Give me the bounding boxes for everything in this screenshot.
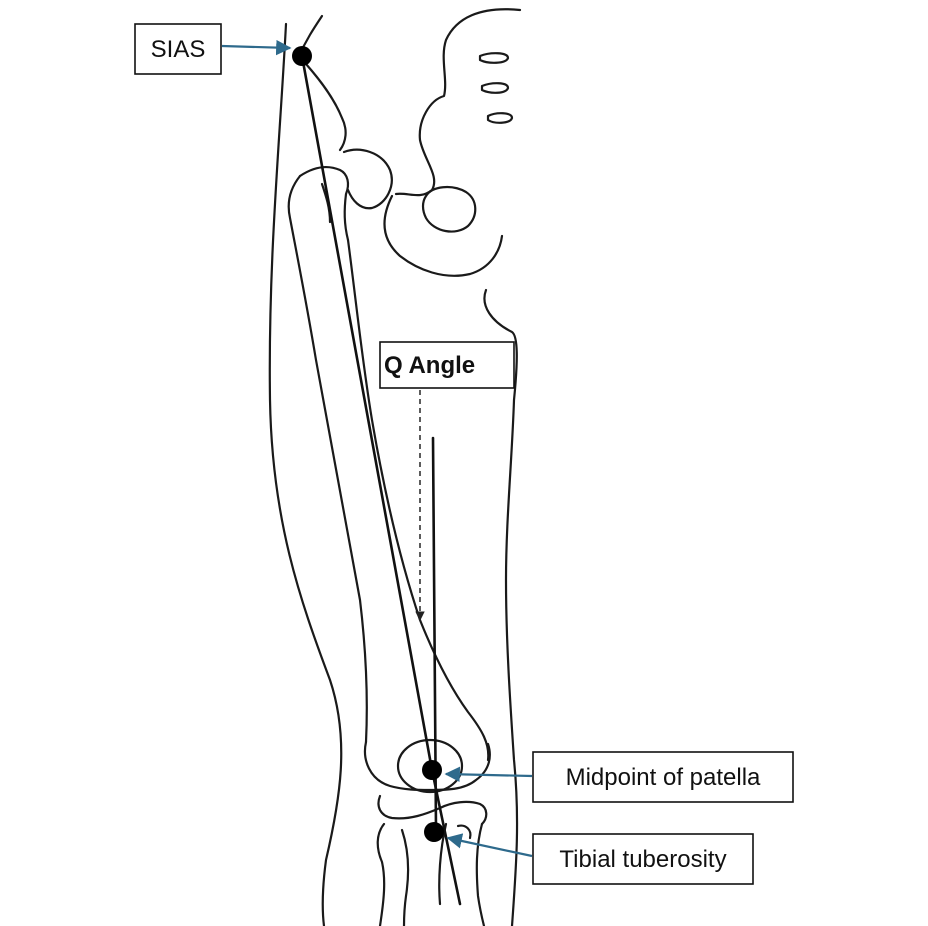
tibial-tuberosity-point: [424, 822, 444, 842]
tibial-plateau: [377, 794, 488, 826]
sias-pointer-arrow: [221, 39, 292, 56]
q-angle-label: Q Angle: [379, 341, 515, 389]
sias-point: [292, 46, 312, 66]
femur-lateral: [287, 174, 368, 744]
tibial-tuberosity-outline: [456, 824, 472, 840]
tibia-medial: [475, 822, 486, 926]
fibula: [376, 822, 386, 926]
q-angle-label-text: Q Angle: [384, 352, 475, 379]
patella-label-text: Midpoint of patella: [566, 764, 761, 791]
femoral-head: [342, 148, 393, 210]
sias-label: SIAS: [134, 23, 222, 75]
patella-midpoint: [422, 760, 442, 780]
patella-pointer-arrow: [444, 766, 533, 783]
tibial-label: Tibial tuberosity: [532, 833, 754, 885]
leg-anatomy: [268, 8, 522, 926]
sias-label-text: SIAS: [151, 36, 206, 63]
femur-medial: [346, 238, 490, 762]
patella-outline: [396, 738, 464, 794]
sias-to-patella-line: [300, 54, 434, 772]
inner-thigh: [483, 288, 519, 926]
tibial-pointer-arrow: [446, 833, 533, 858]
tibial-label-text: Tibial tuberosity: [559, 846, 726, 873]
patella-to-tuberosity-line: [430, 768, 462, 906]
femur-neck: [298, 166, 350, 242]
sacral-foramen-3: [486, 112, 514, 124]
femoral-condyles: [363, 740, 491, 792]
obturator-foramen: [421, 186, 477, 233]
fibula-inner: [400, 828, 410, 926]
sacral-foramen-2: [480, 82, 510, 94]
patella-label: Midpoint of patella: [532, 751, 794, 803]
ilium-wing: [304, 62, 347, 152]
outer-thigh-contour: [268, 22, 343, 926]
pelvis-inner: [383, 194, 504, 277]
pelvis-outline: [394, 8, 522, 197]
sacral-foramen-1: [478, 52, 510, 64]
